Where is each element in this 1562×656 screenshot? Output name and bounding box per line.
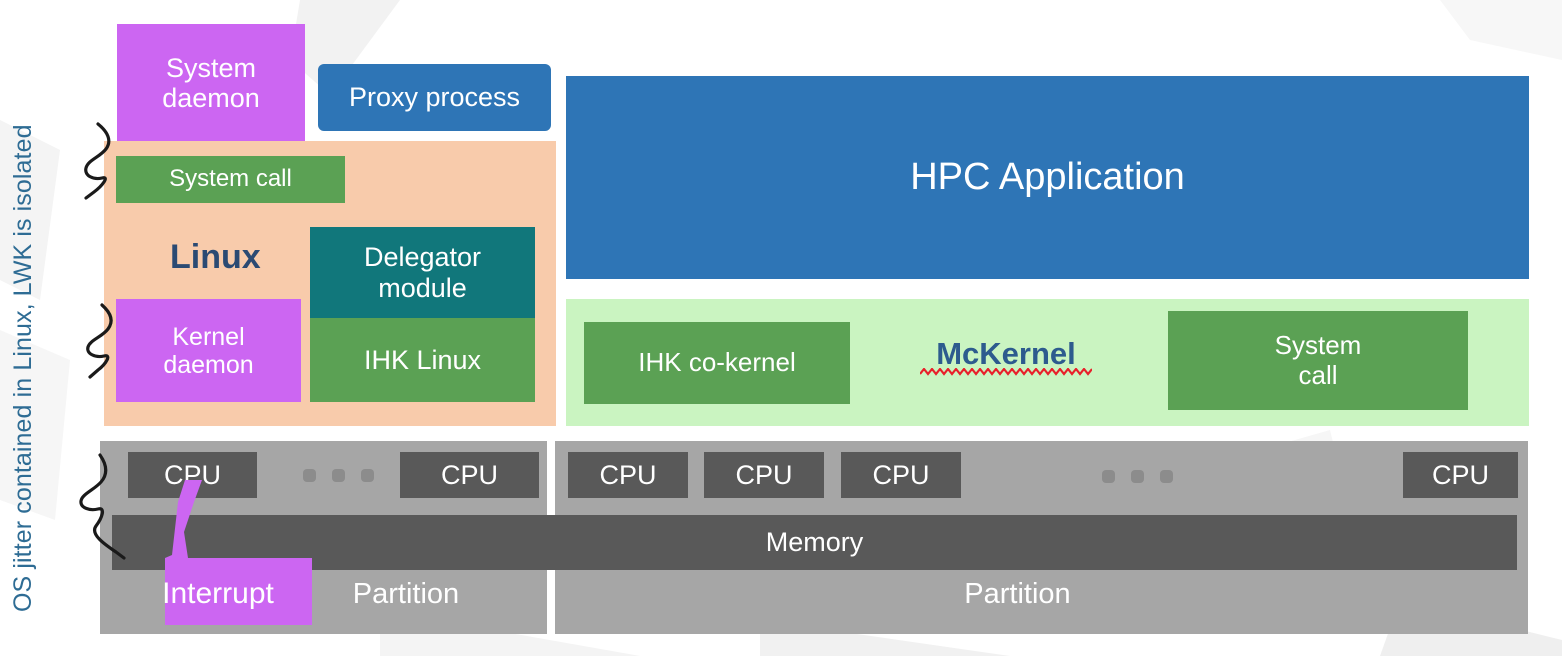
- cpu-box[interactable]: CPU: [400, 452, 539, 498]
- cpu-box[interactable]: CPU: [1403, 452, 1518, 498]
- lwk-system-call-box[interactable]: System call: [1168, 311, 1468, 410]
- mckernel-label-text: McKernel: [936, 336, 1076, 371]
- linux-system-call-box[interactable]: System call: [116, 156, 345, 203]
- dot-icon: [1131, 470, 1144, 483]
- mckernel-label: McKernel: [920, 336, 1092, 377]
- vertical-annotation: OS jitter contained in Linux, LWK is iso…: [8, 124, 37, 612]
- system-daemon-box[interactable]: System daemon: [117, 24, 305, 142]
- interrupt-callout-shape: [165, 480, 312, 625]
- cpu-box[interactable]: CPU: [704, 452, 824, 498]
- ellipsis-right-partition: [1102, 470, 1173, 483]
- delegator-module-box[interactable]: Delegator module: [310, 227, 535, 318]
- left-partition-label: Partition: [352, 577, 460, 610]
- dot-icon: [1160, 470, 1173, 483]
- linux-label: Linux: [170, 238, 261, 276]
- hpc-application-box[interactable]: HPC Application: [566, 76, 1529, 279]
- ellipsis-left-partition: [303, 469, 374, 482]
- cpu-box[interactable]: CPU: [568, 452, 688, 498]
- proxy-process-box[interactable]: Proxy process: [318, 64, 551, 131]
- dot-icon: [303, 469, 316, 482]
- ihk-co-kernel-box[interactable]: IHK co-kernel: [584, 322, 850, 404]
- spellcheck-underline-icon: [920, 368, 1092, 376]
- interrupt-callout-label: Interrupt: [162, 577, 274, 610]
- ihk-linux-box[interactable]: IHK Linux: [310, 318, 535, 402]
- dot-icon: [332, 469, 345, 482]
- kernel-daemon-box[interactable]: Kernel daemon: [116, 299, 301, 402]
- dot-icon: [361, 469, 374, 482]
- dot-icon: [1102, 470, 1115, 483]
- memory-bar[interactable]: Memory: [112, 515, 1517, 570]
- cpu-box[interactable]: CPU: [841, 452, 961, 498]
- right-partition-label: Partition: [964, 577, 1071, 610]
